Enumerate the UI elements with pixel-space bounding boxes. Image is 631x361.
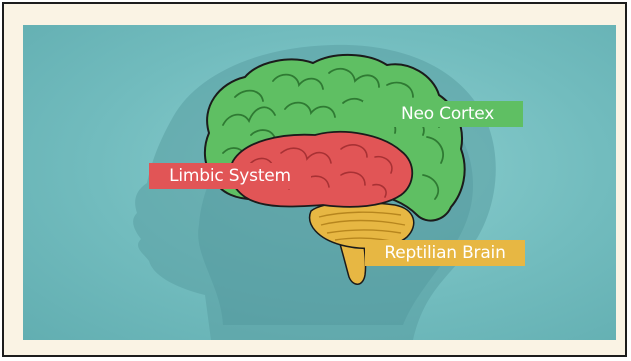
brain-diagram-svg bbox=[23, 25, 616, 340]
image-frame: Neo Cortex Limbic System Reptilian Brain bbox=[2, 2, 627, 357]
reptilian-brain-label: Reptilian Brain bbox=[365, 240, 525, 266]
neo-cortex-label: Neo Cortex bbox=[363, 101, 523, 127]
brain-illustration: Neo Cortex Limbic System Reptilian Brain bbox=[23, 25, 616, 340]
limbic-system-label: Limbic System bbox=[149, 163, 311, 189]
